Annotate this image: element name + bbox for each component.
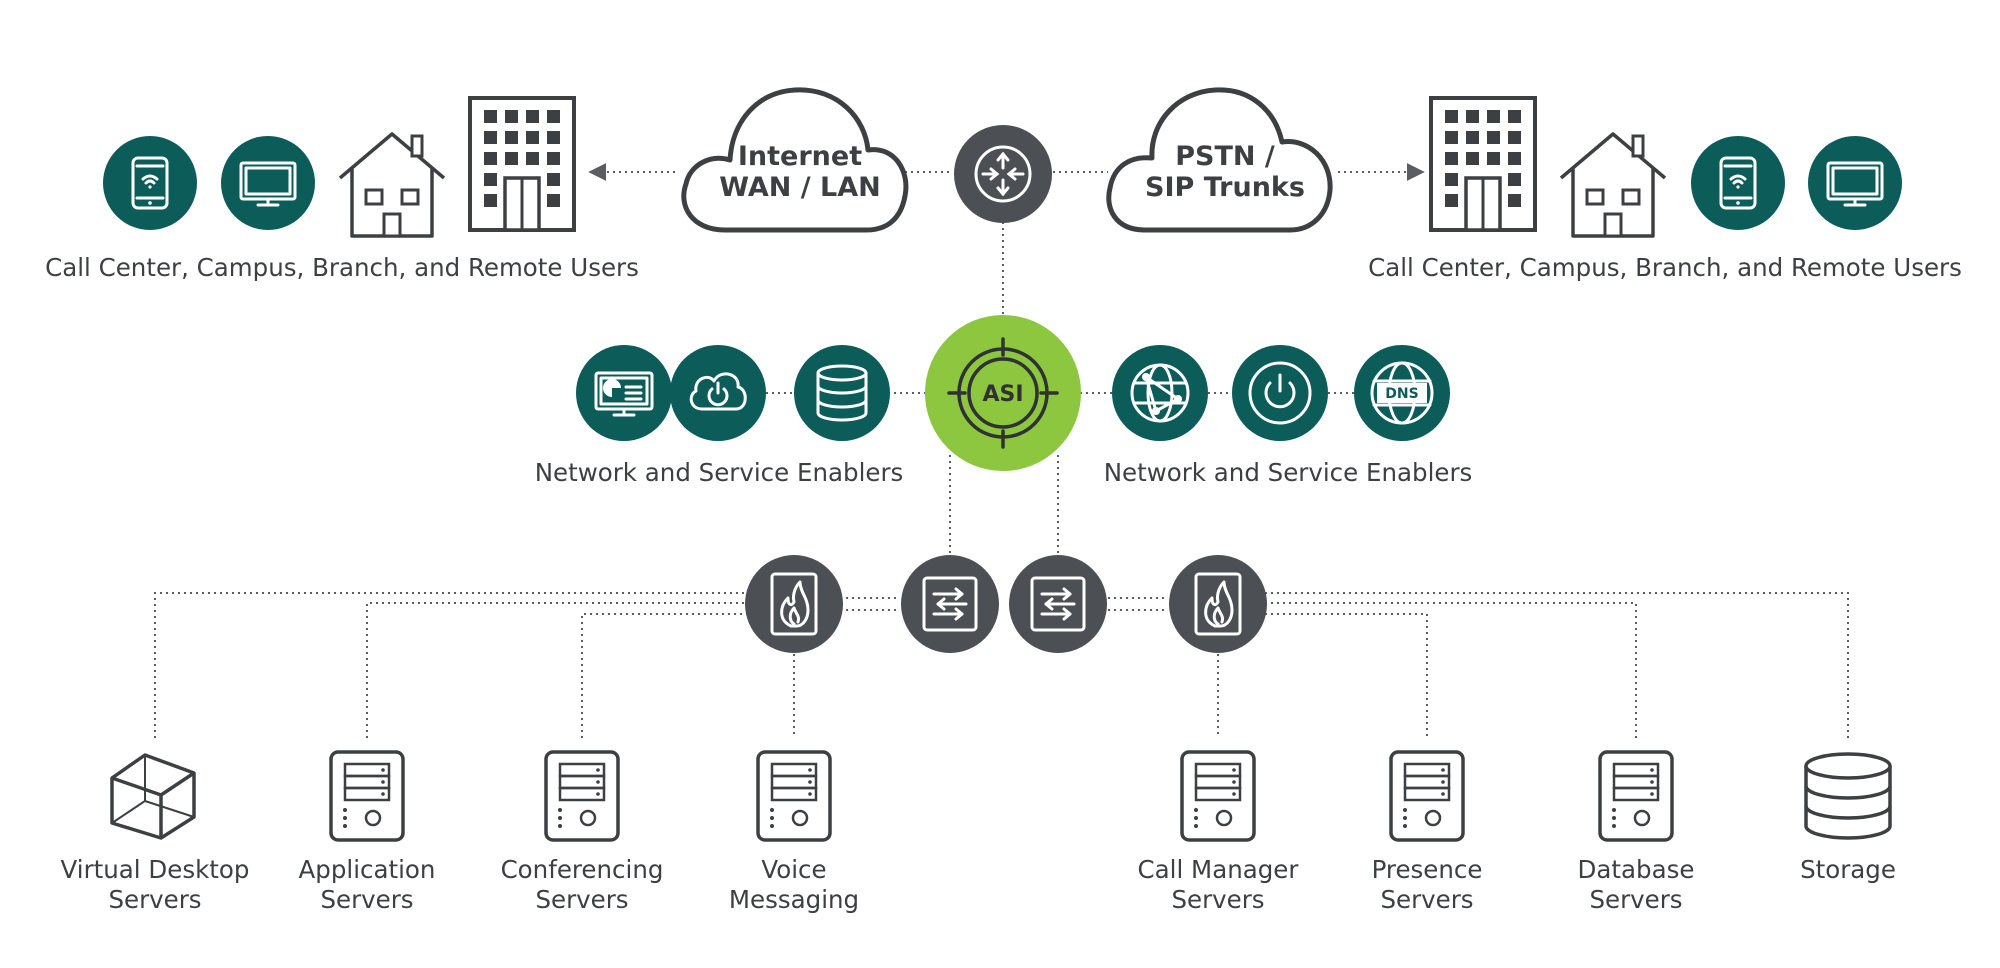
server-label-line2: Servers [320,885,413,914]
server-label-line2: Servers [108,885,201,914]
server-label-line1: Conferencing [501,855,664,884]
server-label-line1: Call Manager [1138,855,1300,884]
link-presence [1265,613,1428,738]
server-label-line1: Voice [761,855,826,884]
right-enablers: DNS Network and Service Enablers [1104,345,1473,487]
server-icon [756,750,832,842]
globe-network-icon [1112,345,1208,441]
server-label-line2: Servers [535,885,628,914]
server-storage: Storage [1800,752,1896,884]
house-icon [1559,132,1667,238]
pstn-cloud-line1: PSTN / [1175,141,1275,172]
server-icon [544,750,620,842]
dns-globe-icon: DNS [1354,345,1450,441]
monitor-icon [1808,136,1902,230]
house-icon [338,132,446,238]
cube-icon [110,753,196,840]
left-users-label: Call Center, Campus, Branch, and Remote … [45,253,639,282]
dashboard-monitor-icon [576,345,672,441]
server-label-line1: Storage [1800,855,1896,884]
server-label-line1: Database [1578,855,1695,884]
tablet-icon [1691,136,1785,230]
server-icon [1389,750,1465,842]
firewall-icon [1169,555,1267,653]
dns-badge: DNS [1385,386,1418,402]
monitor-icon [221,136,315,230]
switch-icon [1009,555,1107,653]
link-virtual-desktop [154,592,748,738]
firewall-icon [745,555,843,653]
server-icon [1180,750,1256,842]
right-user-group: Call Center, Campus, Branch, and Remote … [1368,96,1962,282]
link-conferencing [581,613,748,738]
server-application: Application Servers [299,750,436,914]
server-call-manager: Call Manager Servers [1138,750,1300,914]
link-database [1265,602,1637,738]
office-building-icon [468,96,576,232]
power-icon [1232,345,1328,441]
cloud-power-icon [670,345,766,441]
server-icon [1598,750,1674,842]
pstn-cloud: PSTN / SIP Trunks [1106,87,1333,233]
router-icon [954,125,1052,223]
server-label-line2: Servers [1589,885,1682,914]
right-users-label: Call Center, Campus, Branch, and Remote … [1368,253,1962,282]
asi-label: ASI [982,382,1023,407]
switch-icon [901,555,999,653]
left-enablers-label: Network and Service Enablers [535,458,904,487]
tablet-icon [103,136,197,230]
server-label-line1: Presence [1372,855,1483,884]
server-conferencing: Conferencing Servers [501,750,664,914]
server-virtual-desktop: Virtual Desktop Servers [61,753,250,914]
server-icon [329,750,405,842]
database-icon [794,345,890,441]
server-presence: Presence Servers [1372,750,1483,914]
pstn-cloud-line2: SIP Trunks [1145,172,1305,203]
server-label-line1: Application [299,855,436,884]
asi-hub: ASI [925,315,1081,471]
link-application [366,602,748,738]
link-storage [1265,592,1849,738]
left-user-group: Call Center, Campus, Branch, and Remote … [45,96,639,282]
database-icon [1804,752,1892,840]
internet-cloud-line1: Internet [738,141,862,172]
server-database: Database Servers [1578,750,1695,914]
left-enablers: Network and Service Enablers [535,345,904,487]
server-voice-messaging: Voice Messaging [729,750,859,914]
office-building-icon [1429,96,1537,232]
connectors [154,163,1849,738]
server-label-line2: Servers [1380,885,1473,914]
server-label-line2: Messaging [729,885,859,914]
right-enablers-label: Network and Service Enablers [1104,458,1473,487]
server-label-line1: Virtual Desktop [61,855,250,884]
asi-hub-background [925,315,1081,471]
internet-cloud: Internet WAN / LAN [681,87,909,233]
internet-cloud-line2: WAN / LAN [719,172,880,203]
server-label-line2: Servers [1171,885,1264,914]
